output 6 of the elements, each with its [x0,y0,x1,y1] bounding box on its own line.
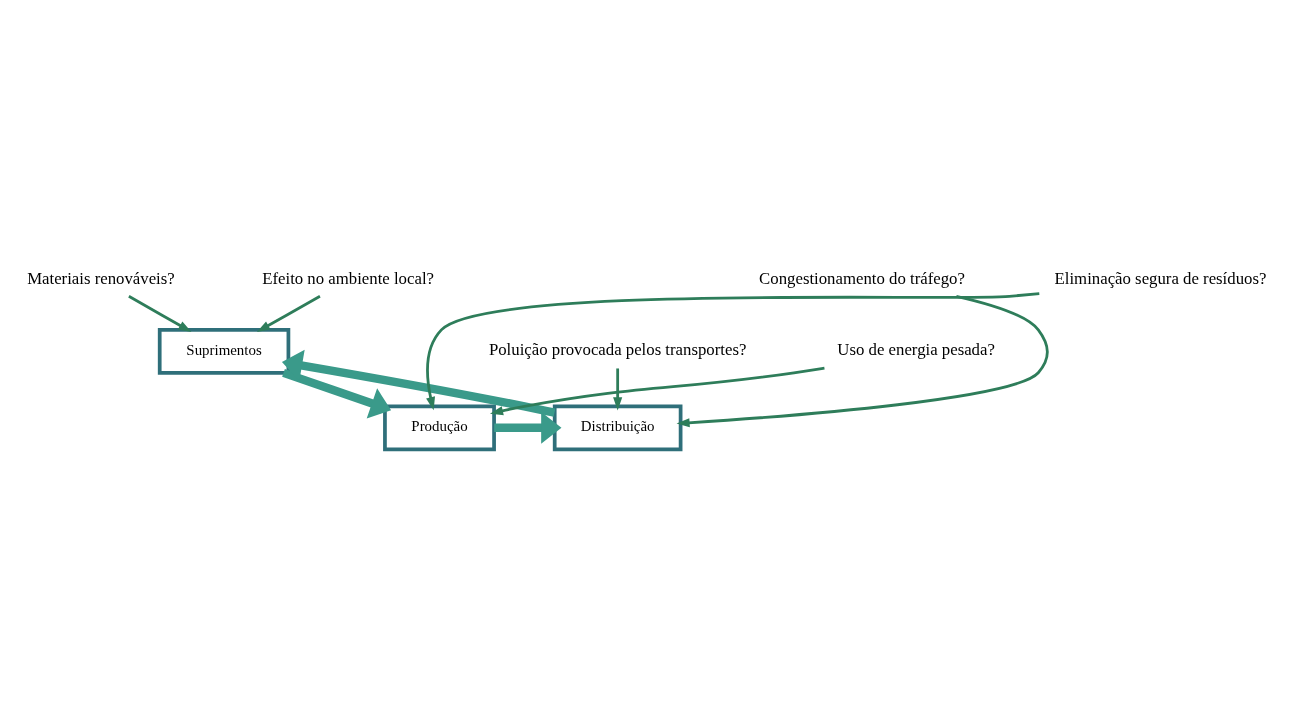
node-text: Efeito no ambiente local? [262,268,434,288]
node-text: Eliminação segura de resíduos? [1054,268,1267,288]
node-text: Materiais renováveis? [27,268,175,288]
node-text: Poluição provocada pelos transportes? [488,339,747,359]
node-text: Congestionamento do tráfego? [759,268,965,288]
node-text: Uso de energia pesada? [837,339,995,359]
